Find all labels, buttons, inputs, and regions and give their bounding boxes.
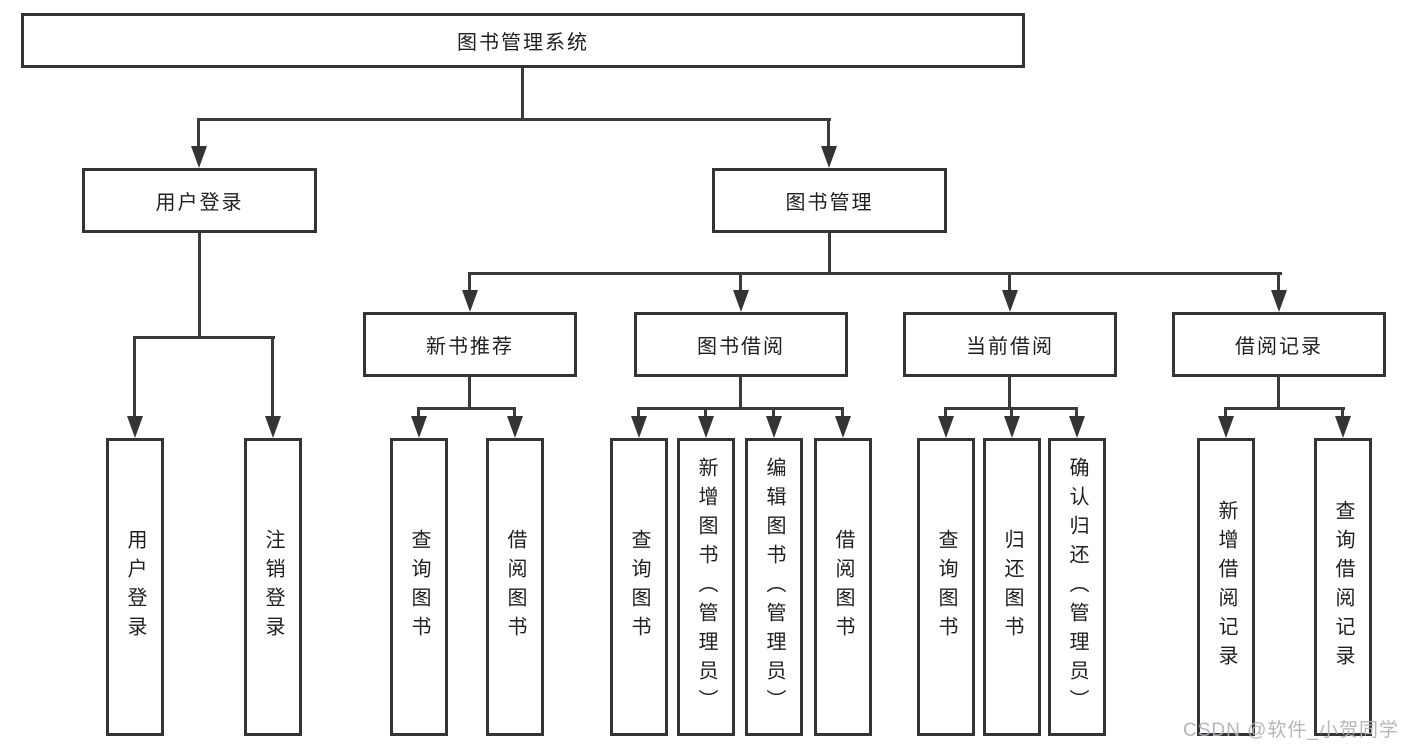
leaf-bb-add-books-admin: 新增图书（管理员）: [677, 438, 735, 736]
arrowhead-down-icon: [631, 416, 647, 438]
arrowhead-down-icon: [507, 416, 523, 438]
connector-to-cb-query: [944, 407, 947, 418]
connector-root-stem: [521, 68, 524, 121]
leaf-br-add-record: 新增借阅记录: [1197, 438, 1255, 736]
arrowhead-down-icon: [821, 146, 837, 168]
node-new-book-recommend-label: 新书推荐: [426, 336, 514, 358]
node-root: 图书管理系统: [21, 13, 1025, 68]
arrowhead-down-icon: [411, 416, 427, 438]
leaf-bb-query-books: 查询图书: [610, 438, 668, 736]
connector-to-borrow-records: [1277, 272, 1280, 294]
connector-nbr-stem: [468, 376, 471, 410]
connector-to-leaf-logout: [271, 336, 274, 420]
connector-root-split: [197, 118, 831, 121]
leaf-nbr-borrow-books-label: 借阅图书: [504, 529, 526, 645]
watermark: CSDN @软件_小贺同学: [1183, 720, 1399, 741]
node-book-management: 图书管理: [712, 168, 947, 233]
connector-to-bb-borrow: [841, 407, 844, 418]
arrowhead-down-icon: [938, 416, 954, 438]
arrowhead-down-icon: [1271, 290, 1287, 312]
arrowhead-down-icon: [1069, 416, 1085, 438]
leaf-bb-borrow-books-label: 借阅图书: [832, 529, 854, 645]
connector-user-login-split: [133, 336, 275, 339]
arrowhead-down-icon: [698, 416, 714, 438]
leaf-bb-add-books-admin-label: 新增图书（管理员）: [695, 456, 717, 718]
leaf-user-login-label: 用户登录: [124, 529, 146, 645]
connector-to-nbr-borrow: [513, 407, 516, 418]
connector-bb-split: [637, 407, 844, 410]
connector-to-nbr-query: [417, 407, 420, 418]
connector-to-current-borrow: [1008, 272, 1011, 294]
connector-cb-stem: [1008, 376, 1011, 410]
leaf-bb-query-books-label: 查询图书: [628, 529, 650, 645]
leaf-nbr-query-books-label: 查询图书: [408, 529, 430, 645]
arrowhead-down-icon: [1218, 416, 1234, 438]
arrowhead-down-icon: [265, 416, 281, 438]
leaf-br-add-record-label: 新增借阅记录: [1215, 500, 1237, 674]
node-root-label: 图书管理系统: [457, 32, 589, 54]
leaf-nbr-query-books: 查询图书: [390, 438, 448, 736]
arrowhead-down-icon: [191, 146, 207, 168]
leaf-cb-return-books: 归还图书: [983, 438, 1041, 736]
arrowhead-down-icon: [766, 416, 782, 438]
connector-bb-stem: [739, 376, 742, 410]
arrowhead-down-icon: [1335, 416, 1351, 438]
node-book-borrow-label: 图书借阅: [697, 336, 785, 358]
node-new-book-recommend: 新书推荐: [363, 312, 577, 377]
leaf-cb-confirm-return-admin: 确认归还（管理员）: [1048, 438, 1106, 736]
connector-to-cb-return: [1010, 407, 1013, 418]
leaf-logout-login: 注销登录: [244, 438, 302, 736]
arrowhead-down-icon: [733, 290, 749, 312]
node-current-borrow: 当前借阅: [903, 312, 1117, 377]
node-book-borrow: 图书借阅: [634, 312, 848, 377]
connector-br-split: [1224, 407, 1345, 410]
connector-br-stem: [1277, 376, 1280, 410]
arrowhead-down-icon: [1004, 416, 1020, 438]
node-book-management-label: 图书管理: [785, 192, 874, 214]
connector-nbr-split: [417, 407, 516, 410]
connector-to-br-query: [1341, 407, 1344, 418]
node-borrow-records-label: 借阅记录: [1235, 336, 1323, 358]
leaf-bb-borrow-books: 借阅图书: [814, 438, 872, 736]
connector-to-bb-add: [704, 407, 707, 418]
arrowhead-down-icon: [1002, 290, 1018, 312]
leaf-nbr-borrow-books: 借阅图书: [486, 438, 544, 736]
connector-to-br-add: [1224, 407, 1227, 418]
connector-to-book-mgmt: [827, 118, 830, 150]
leaf-cb-query-books-label: 查询图书: [935, 529, 957, 645]
node-user-login: 用户登录: [82, 168, 317, 233]
arrowhead-down-icon: [462, 290, 478, 312]
connector-to-leaf-user-login: [133, 336, 136, 420]
connector-to-bb-query: [637, 407, 640, 418]
leaf-bb-edit-books-admin-label: 编辑图书（管理员）: [763, 456, 785, 718]
leaf-user-login: 用户登录: [106, 438, 164, 736]
node-borrow-records: 借阅记录: [1172, 312, 1386, 377]
leaf-cb-return-books-label: 归还图书: [1001, 529, 1023, 645]
leaf-cb-query-books: 查询图书: [917, 438, 975, 736]
connector-to-bb-edit: [772, 407, 775, 418]
leaf-br-query-record-label: 查询借阅记录: [1332, 500, 1354, 674]
connector-to-cb-confirm: [1075, 407, 1078, 418]
leaf-br-query-record: 查询借阅记录: [1314, 438, 1372, 736]
connector-to-new-book-rec: [468, 272, 471, 294]
node-current-borrow-label: 当前借阅: [966, 336, 1054, 358]
connector-to-user-login: [197, 118, 200, 150]
connector-book-mgmt-split: [468, 272, 1282, 275]
connector-user-login-stem: [198, 233, 201, 339]
connector-to-book-borrow: [739, 272, 742, 294]
arrowhead-down-icon: [127, 416, 143, 438]
connector-book-mgmt-stem: [828, 233, 831, 275]
arrowhead-down-icon: [835, 416, 851, 438]
node-user-login-label: 用户登录: [155, 192, 244, 214]
leaf-logout-login-label: 注销登录: [262, 529, 284, 645]
leaf-bb-edit-books-admin: 编辑图书（管理员）: [745, 438, 803, 736]
leaf-cb-confirm-return-admin-label: 确认归还（管理员）: [1066, 456, 1088, 718]
